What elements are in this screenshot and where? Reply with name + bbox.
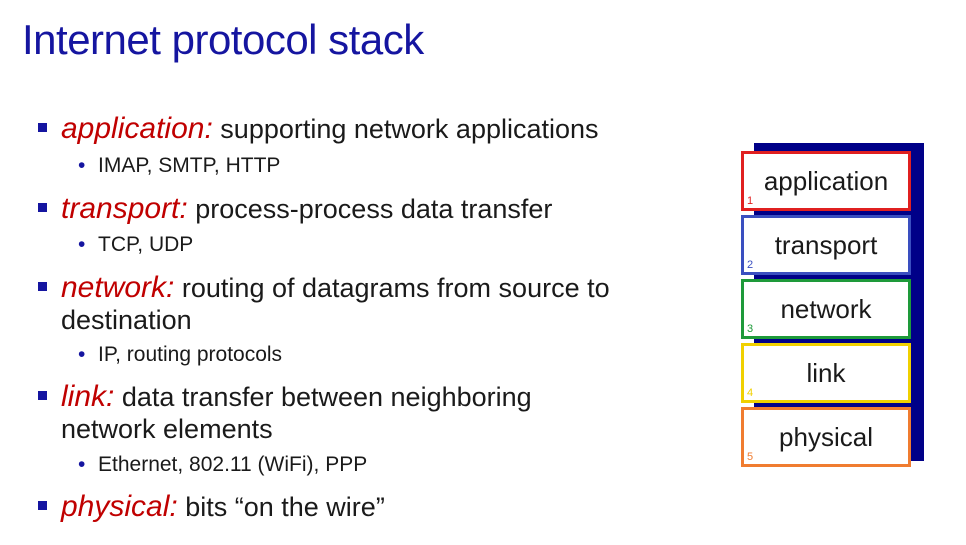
term-physical: physical: bbox=[61, 490, 178, 523]
dot-bullet-icon: • bbox=[78, 233, 86, 256]
sub-transport-text: TCP, UDP bbox=[98, 233, 194, 256]
layer-network: network 3 bbox=[741, 279, 911, 339]
square-bullet-icon bbox=[38, 123, 47, 132]
term-application: application: bbox=[61, 112, 213, 145]
layer-number: 4 bbox=[747, 387, 754, 399]
desc-physical: bits “on the wire” bbox=[185, 492, 385, 522]
desc-transport: process-process data transfer bbox=[195, 194, 553, 224]
layer-physical: physical 5 bbox=[741, 407, 911, 467]
sub-network: • IP, routing protocols bbox=[78, 342, 282, 368]
layer-label: transport bbox=[774, 229, 878, 260]
bullet-application: application: supporting network applicat… bbox=[38, 113, 698, 145]
bullet-link: link: data transfer between neighboring … bbox=[38, 381, 698, 445]
layer-label: physical bbox=[779, 421, 873, 452]
square-bullet-icon bbox=[38, 391, 47, 400]
square-bullet-icon bbox=[38, 282, 47, 291]
layer-link: link 4 bbox=[741, 343, 911, 403]
sub-transport: • TCP, UDP bbox=[78, 232, 193, 258]
sub-application-text: IMAP, SMTP, HTTP bbox=[98, 154, 281, 177]
dot-bullet-icon: • bbox=[78, 154, 86, 177]
bullet-transport: transport: process-process data transfer bbox=[38, 193, 698, 225]
page-title: Internet protocol stack bbox=[22, 16, 424, 63]
sub-network-text: IP, routing protocols bbox=[98, 343, 283, 366]
desc-link: data transfer between neighboring bbox=[121, 382, 532, 412]
layer-application: application 1 bbox=[741, 151, 911, 211]
layer-label: network bbox=[780, 293, 872, 324]
layer-transport: transport 2 bbox=[741, 215, 911, 275]
desc-network: routing of datagrams from source to bbox=[181, 273, 610, 303]
layer-label: link bbox=[806, 357, 846, 388]
sub-application: • IMAP, SMTP, HTTP bbox=[78, 153, 280, 179]
layer-number: 1 bbox=[747, 195, 754, 207]
desc-network-cont: destination bbox=[61, 305, 192, 335]
layer-number: 2 bbox=[747, 259, 754, 271]
term-link: link: bbox=[61, 380, 115, 413]
sub-link: • Ethernet, 802.11 (WiFi), PPP bbox=[78, 452, 367, 478]
bullet-network: network: routing of datagrams from sourc… bbox=[38, 272, 698, 336]
term-transport: transport: bbox=[61, 192, 188, 225]
layer-number: 3 bbox=[747, 323, 754, 335]
desc-link-cont: network elements bbox=[61, 414, 273, 444]
sub-link-text: Ethernet, 802.11 (WiFi), PPP bbox=[98, 453, 368, 476]
square-bullet-icon bbox=[38, 501, 47, 510]
layer-number: 5 bbox=[747, 451, 754, 463]
square-bullet-icon bbox=[38, 203, 47, 212]
desc-application: supporting network applications bbox=[220, 114, 599, 144]
term-network: network: bbox=[61, 271, 175, 304]
bullet-physical: physical: bits “on the wire” bbox=[38, 491, 698, 523]
dot-bullet-icon: • bbox=[78, 453, 86, 476]
layer-label: application bbox=[763, 165, 889, 196]
dot-bullet-icon: • bbox=[78, 343, 86, 366]
